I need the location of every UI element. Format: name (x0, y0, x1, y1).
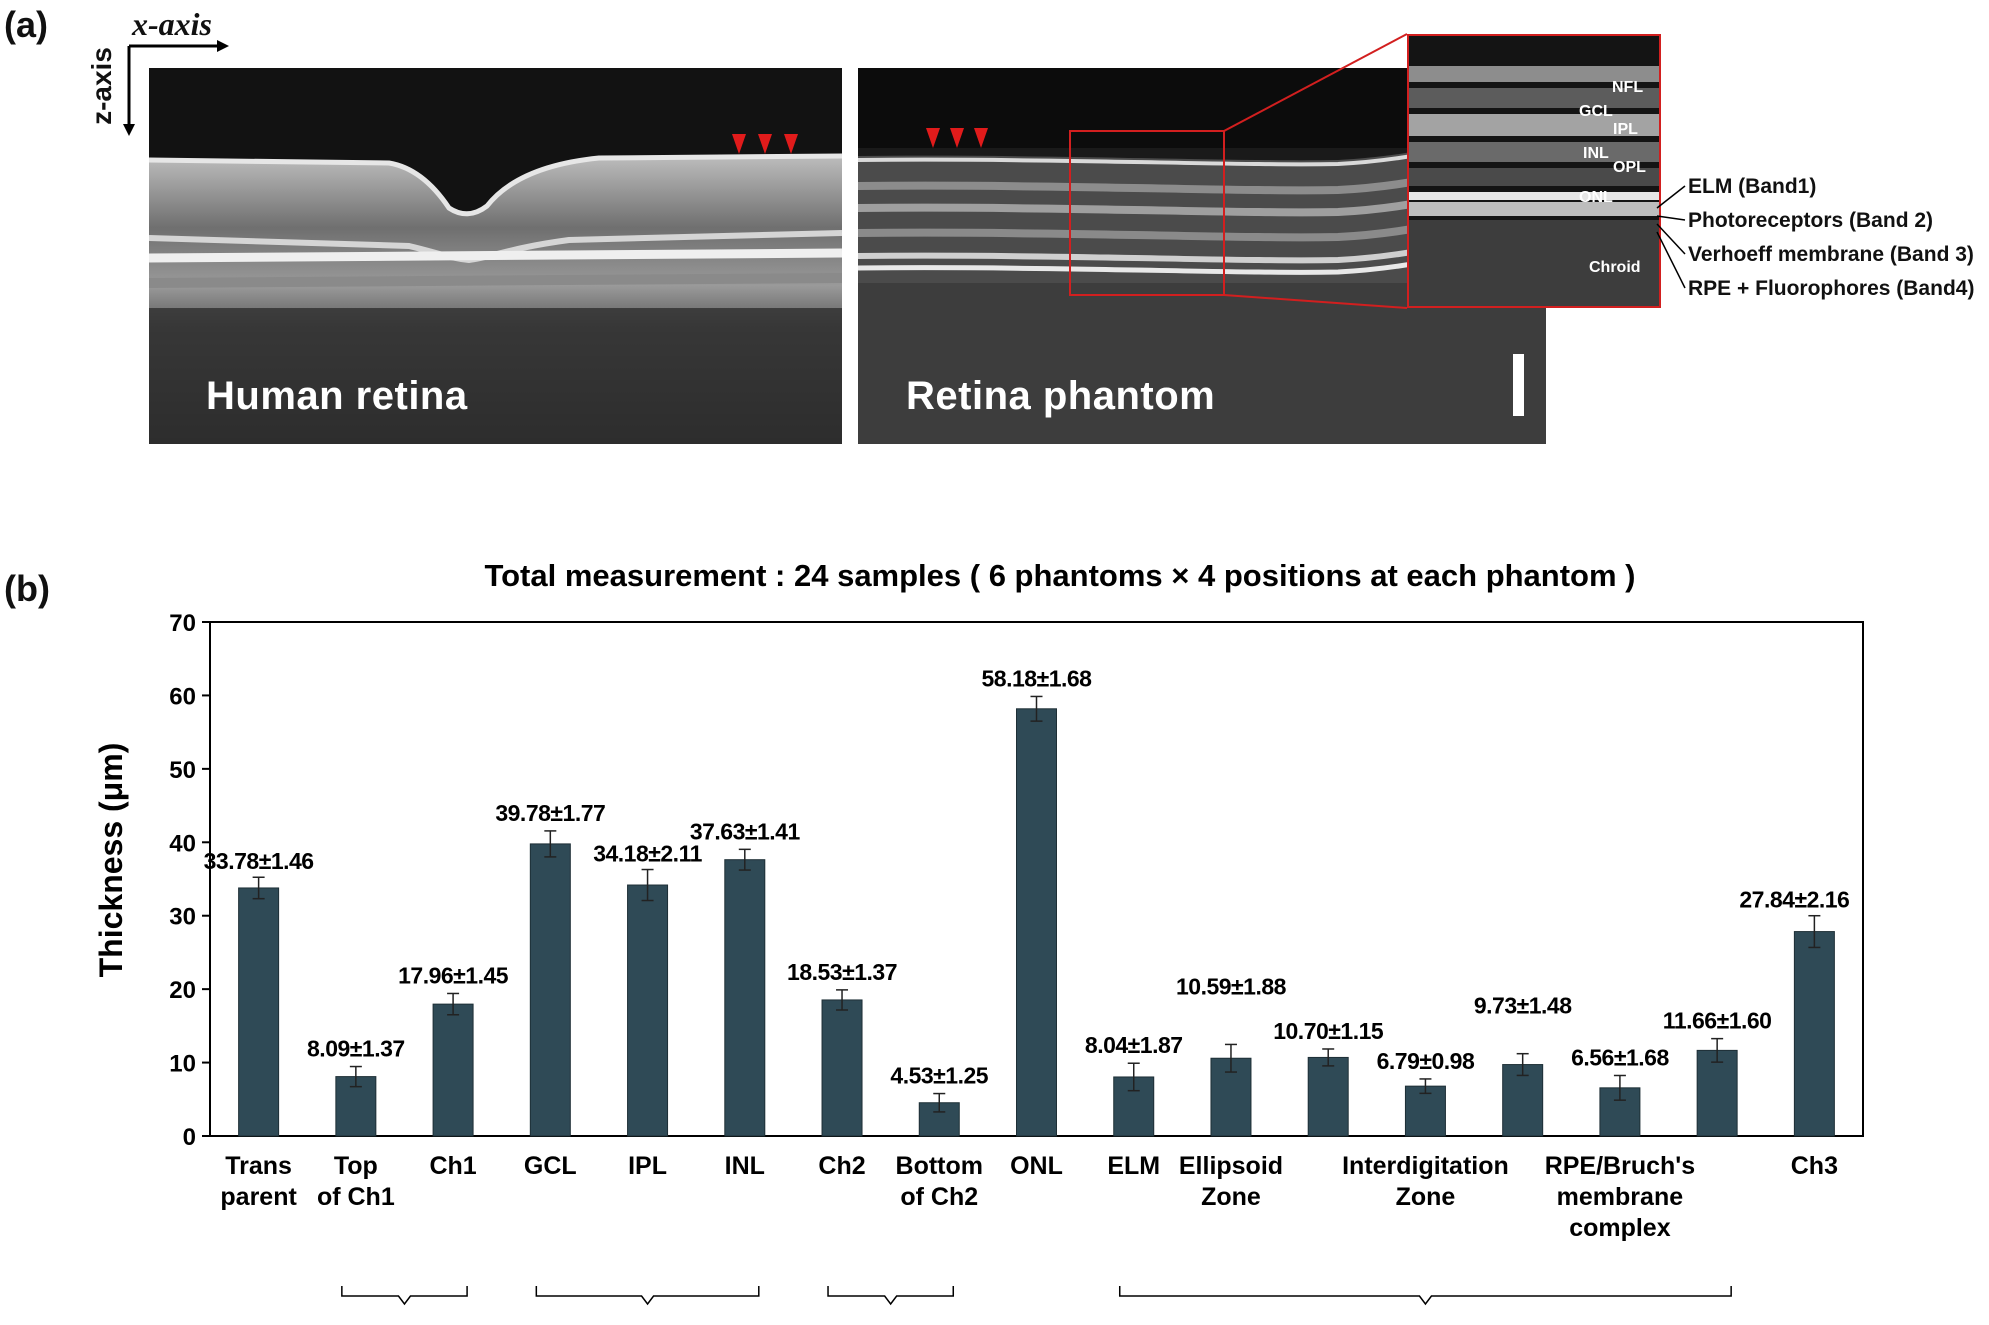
data-label: 37.63±1.41 (690, 818, 801, 844)
x-tick-label: membrane (1557, 1183, 1684, 1211)
x-tick-label: Zone (1396, 1183, 1456, 1211)
x-tick-label: Trans (225, 1152, 292, 1180)
y-tick-label: 20 (169, 977, 196, 1004)
data-label: 58.18±1.68 (982, 665, 1093, 691)
data-label: 6.79±0.98 (1377, 1048, 1475, 1074)
retina-phantom-caption: Retina phantom (906, 374, 1216, 418)
x-tick-label: of Ch1 (317, 1183, 395, 1211)
bar (432, 1003, 474, 1137)
inset-callout (1069, 33, 1408, 309)
x-tick-label: RPE/Bruch's (1545, 1152, 1695, 1180)
y-tick-label: 50 (169, 757, 196, 784)
x-tick-label: Ch2 (818, 1152, 865, 1180)
bar (529, 843, 571, 1137)
x-tick-label: INL (725, 1152, 765, 1180)
data-label: 10.70±1.15 (1273, 1018, 1384, 1044)
data-label: 4.53±1.25 (890, 1063, 988, 1089)
group-label: 3 layer (608, 1322, 688, 1325)
x-tick-label: ONL (1010, 1152, 1063, 1180)
x-axis-label: x-axis (132, 6, 212, 42)
human-retina-image (149, 68, 842, 444)
data-label: 9.73±1.48 (1474, 993, 1572, 1019)
data-label: 34.18±2.11 (593, 841, 702, 867)
inset-image: NFL GCL IPL INL OPL ONL Chroid (1407, 34, 1661, 308)
x-tick-label: parent (220, 1183, 297, 1211)
data-label: 18.53±1.37 (787, 959, 897, 985)
group-bracket (827, 1286, 955, 1306)
data-label: 11.66±1.60 (1663, 1008, 1772, 1034)
group-bracket (341, 1286, 468, 1306)
y-axis-label: Thickness (μm) (93, 743, 129, 978)
group-label: 8 layer (1386, 1322, 1466, 1325)
inset-label-opl: OPL (1613, 159, 1646, 176)
band-label-photoreceptors: Photoreceptors (Band 2) (1688, 209, 1934, 232)
inset-label-nfl: NFL (1612, 79, 1643, 96)
data-label: 8.09±1.37 (307, 1036, 405, 1062)
band-label-verhoeff: Verhoeff membrane (Band 3) (1688, 243, 1974, 266)
thickness-bar-chart: Total measurement : 24 samples ( 6 phant… (93, 558, 1864, 1325)
x-tick-label: Bottom (896, 1152, 983, 1180)
inset-label-inl: INL (1583, 145, 1609, 162)
inset-label-ipl: IPL (1613, 121, 1638, 138)
group-label: NFL (380, 1322, 429, 1325)
y-tick-label: 30 (169, 904, 196, 931)
human-arrowheads (732, 134, 798, 154)
data-label: 8.04±1.87 (1085, 1032, 1183, 1058)
data-label: 10.59±1.88 (1176, 973, 1287, 999)
x-tick-label: Top (334, 1152, 378, 1180)
data-label: 6.56±1.68 (1571, 1044, 1669, 1070)
bar (1307, 1056, 1349, 1137)
group-bracket (1118, 1286, 1732, 1306)
y-tick-label: 70 (169, 610, 196, 637)
inset-label-gcl: GCL (1579, 103, 1613, 120)
group-bracket (535, 1286, 760, 1306)
data-label: 39.78±1.77 (495, 800, 605, 826)
bar (1016, 708, 1057, 1137)
band-label-rpe: RPE + Fluorophores (Band4) (1688, 277, 1975, 300)
bar (1502, 1064, 1544, 1137)
band-label-elm: ELM (Band1) (1688, 175, 1817, 198)
band-leaders (1656, 185, 1686, 289)
data-label: 33.78±1.46 (204, 848, 314, 874)
phantom-arrowheads (926, 128, 988, 148)
y-tick-label: 10 (169, 1051, 196, 1078)
x-tick-label: Interdigitation (1342, 1152, 1509, 1180)
x-tick-label: IPL (628, 1152, 667, 1180)
bar (627, 884, 669, 1137)
x-tick-label: GCL (524, 1152, 577, 1180)
x-tick-label: Ch3 (1791, 1152, 1838, 1180)
axis-indicator (123, 40, 229, 136)
panel-a-label: (a) (4, 4, 48, 45)
x-tick-label: Ch1 (429, 1152, 476, 1180)
y-tick-label: 60 (169, 683, 196, 710)
bar (821, 999, 863, 1137)
inset-label-chroid: Chroid (1589, 259, 1641, 276)
bar (724, 859, 766, 1137)
bar (1696, 1049, 1738, 1137)
panel-b-label: (b) (4, 568, 50, 609)
x-tick-label: of Ch2 (900, 1183, 978, 1211)
data-label: 27.84±2.16 (1739, 887, 1849, 913)
group-label: OPL (865, 1322, 916, 1325)
x-tick-label: complex (1569, 1214, 1671, 1242)
bar (1793, 931, 1835, 1137)
x-tick-label: ELM (1107, 1152, 1160, 1180)
inset-label-onl: ONL (1579, 189, 1613, 206)
data-label: 17.96±1.45 (398, 962, 509, 988)
x-tick-label: Zone (1201, 1183, 1261, 1211)
y-tick-label: 0 (183, 1124, 196, 1151)
x-tick-label: Ellipsoid (1179, 1152, 1283, 1180)
human-retina-caption: Human retina (206, 374, 468, 418)
bar (238, 887, 280, 1137)
y-tick-label: 40 (169, 830, 196, 857)
chart-title: Total measurement : 24 samples ( 6 phant… (484, 558, 1635, 593)
